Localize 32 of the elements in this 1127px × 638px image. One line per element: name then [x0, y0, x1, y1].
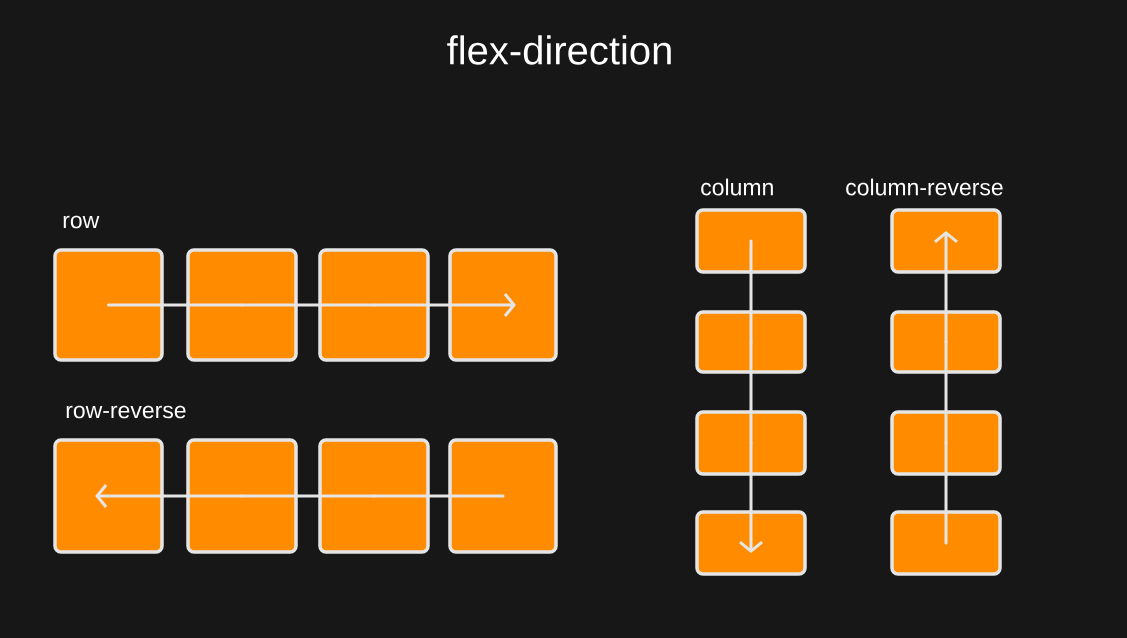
- connector-line: [240, 494, 376, 498]
- arrow: [934, 230, 958, 344]
- flex-item-box: [318, 248, 430, 362]
- flex-item-box: [186, 438, 298, 554]
- connector-line: [944, 441, 948, 545]
- flex-item-box: [448, 438, 558, 554]
- group-label: row-reverse: [66, 405, 186, 419]
- flex-item-box: [53, 248, 164, 362]
- flex-item-box: [695, 510, 807, 576]
- flex-item-box: [53, 438, 164, 554]
- connector-line: [107, 303, 244, 307]
- connector-line: [372, 494, 505, 498]
- arrow: [95, 484, 244, 508]
- group-label: column-reverse: [846, 178, 1003, 196]
- arrow: [739, 441, 763, 553]
- flex-item-box: [318, 438, 430, 554]
- flex-item-box: [448, 248, 558, 362]
- connector-line: [749, 340, 753, 445]
- connector-line: [240, 303, 376, 307]
- flex-item-box: [890, 310, 1002, 374]
- flex-item-box: [695, 310, 807, 374]
- flex-item-box: [890, 510, 1002, 576]
- flex-item-box: [186, 248, 298, 362]
- flex-item-box: [695, 410, 807, 476]
- flex-item-box: [695, 208, 807, 274]
- flex-item-box: [890, 208, 1002, 274]
- title: flex-direction: [447, 35, 671, 65]
- connector-line: [749, 239, 753, 344]
- connector-line: [944, 340, 948, 445]
- flex-item-box: [890, 410, 1002, 476]
- arrow: [372, 293, 516, 317]
- group-label: row: [63, 215, 100, 229]
